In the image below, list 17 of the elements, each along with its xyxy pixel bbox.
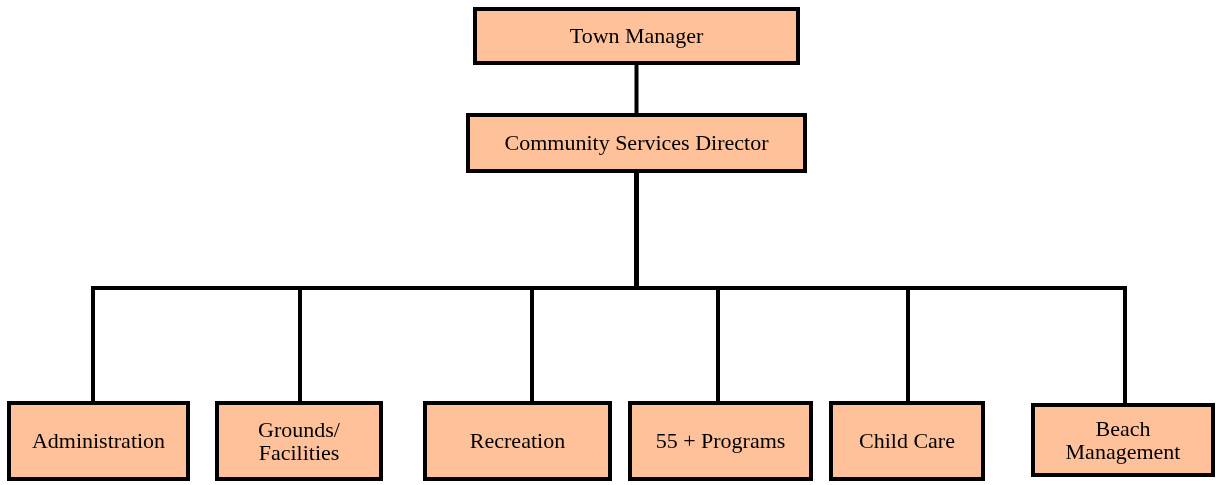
- org-box: [473, 7, 800, 65]
- box-label: Administration: [31, 429, 166, 453]
- box-label: Recreation: [469, 429, 566, 453]
- box-label: Town Manager: [569, 24, 704, 48]
- org-box: [829, 401, 985, 481]
- org-box: [215, 401, 383, 481]
- box-label: Grounds/ Facilities: [257, 417, 341, 465]
- org-box: [1031, 403, 1215, 477]
- org-box: [628, 401, 813, 481]
- org-box: [466, 113, 807, 173]
- box-label: Child Care: [859, 429, 955, 453]
- connector-line: [634, 65, 639, 113]
- box-label: Beach Management: [1064, 416, 1182, 464]
- box-label: Community Services Director: [504, 131, 769, 155]
- box-label: 55 + Programs: [655, 429, 786, 453]
- org-box: [7, 401, 190, 481]
- org-box: [423, 401, 612, 481]
